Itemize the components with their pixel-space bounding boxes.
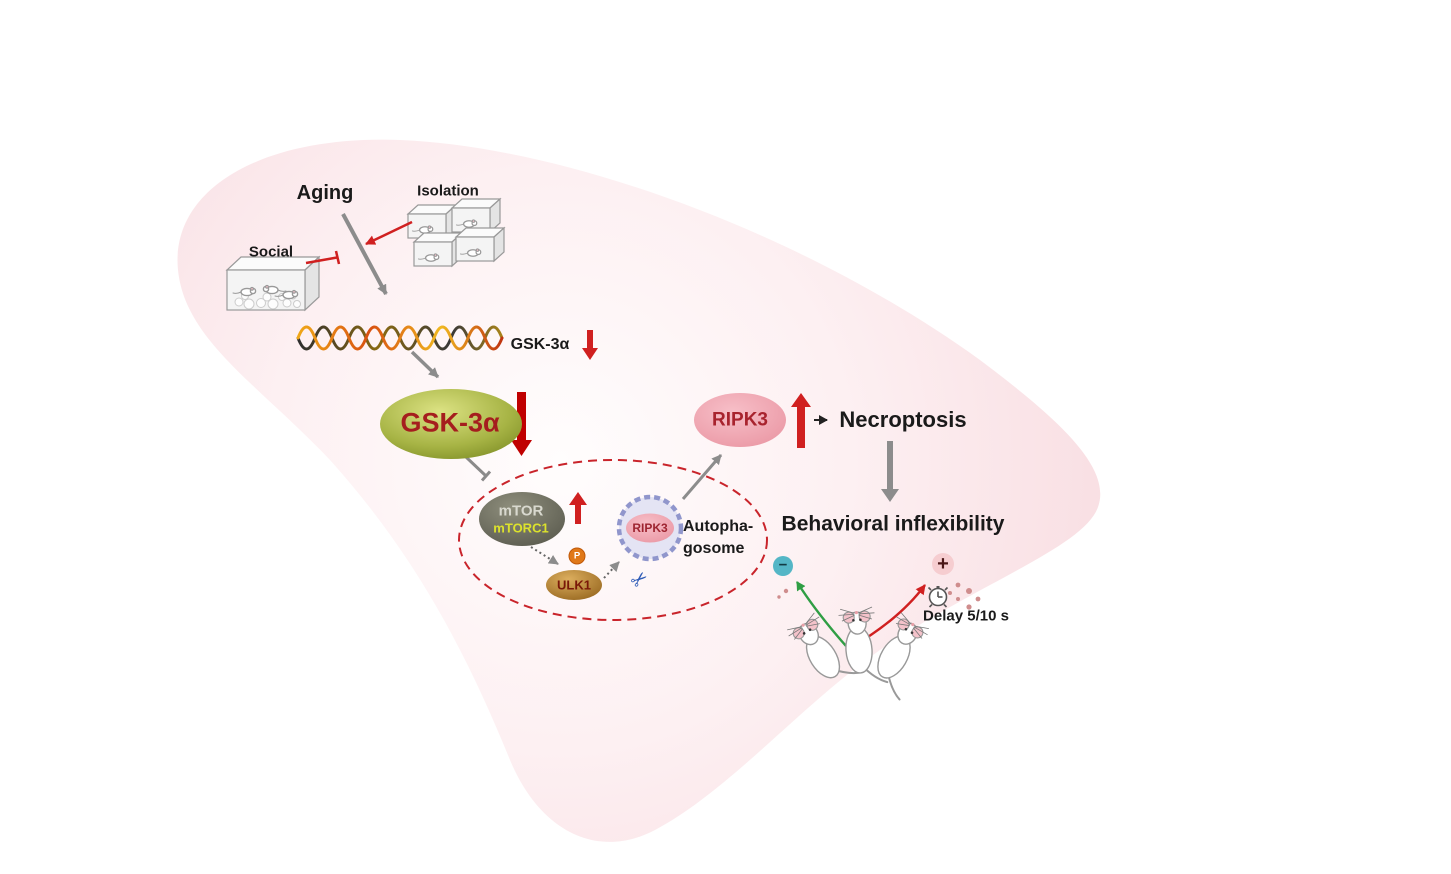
ulk1-ellipse xyxy=(546,570,602,600)
plus-halo xyxy=(932,553,954,575)
social-label: Social xyxy=(248,243,294,261)
behavioral-inflexibility-label: Behavioral inflexibility xyxy=(781,512,1005,536)
dashed-cell-ellipse xyxy=(458,459,768,621)
isolation-cages xyxy=(408,199,504,266)
gsk3a-ellipse xyxy=(380,389,522,459)
ripk3-vesicle-ellipse xyxy=(626,513,674,543)
ripk3-vesicle-label: RIPK3 xyxy=(632,521,668,535)
phospho-label: P xyxy=(573,550,581,562)
minus-badge: − xyxy=(778,556,788,574)
arrow-mtor-to-ulk1-dotted xyxy=(530,546,559,565)
arrow-up-mtor-red xyxy=(569,492,587,524)
autophagosome-label-line1: Autopha- xyxy=(683,518,754,535)
background-blob xyxy=(177,139,1101,842)
clock-icon xyxy=(927,586,949,608)
gene-label: GSK-3α xyxy=(510,336,570,353)
isolation-label: Isolation xyxy=(417,182,479,200)
arrow-mice-to-minus-green xyxy=(795,581,847,647)
aging-label: Aging xyxy=(296,182,354,204)
mtor-ellipse xyxy=(479,492,565,546)
arrow-up-ripk3-red xyxy=(791,393,811,448)
arrow-down-gene-red xyxy=(582,330,598,360)
ulk1-label: ULK1 xyxy=(557,577,591,593)
delay-label: Delay 5/10 s xyxy=(923,607,1009,625)
arrow-necroptosis-down xyxy=(881,441,899,502)
arrow-autophagosome-to-ripk3 xyxy=(681,454,723,500)
ripk3-label: RIPK3 xyxy=(712,409,768,431)
arrow-aging-to-dna xyxy=(341,213,388,295)
plus-badge: + xyxy=(937,553,949,575)
arrow-isolation-red xyxy=(365,220,413,246)
necroptosis-label: Necroptosis xyxy=(839,407,967,432)
mtor-label: mTOR xyxy=(498,502,544,520)
arrow-ulk1-to-autophagosome-dotted xyxy=(603,561,620,579)
mtorc1-label: mTORC1 xyxy=(493,520,549,536)
gsk3a-label: GSK-3α xyxy=(400,407,500,438)
minus-circle xyxy=(773,556,793,576)
autophagosome-label-line2: gosome xyxy=(683,540,745,557)
inhibition-gsk3a-mtor xyxy=(464,455,492,482)
ripk3-ellipse xyxy=(694,393,786,447)
phospho-circle xyxy=(568,547,586,565)
arrow-dna-to-gsk3a xyxy=(410,350,440,379)
social-cage xyxy=(225,255,321,312)
dna-helix xyxy=(296,325,504,351)
reward-dots xyxy=(777,582,981,610)
inhibition-social xyxy=(305,250,341,265)
